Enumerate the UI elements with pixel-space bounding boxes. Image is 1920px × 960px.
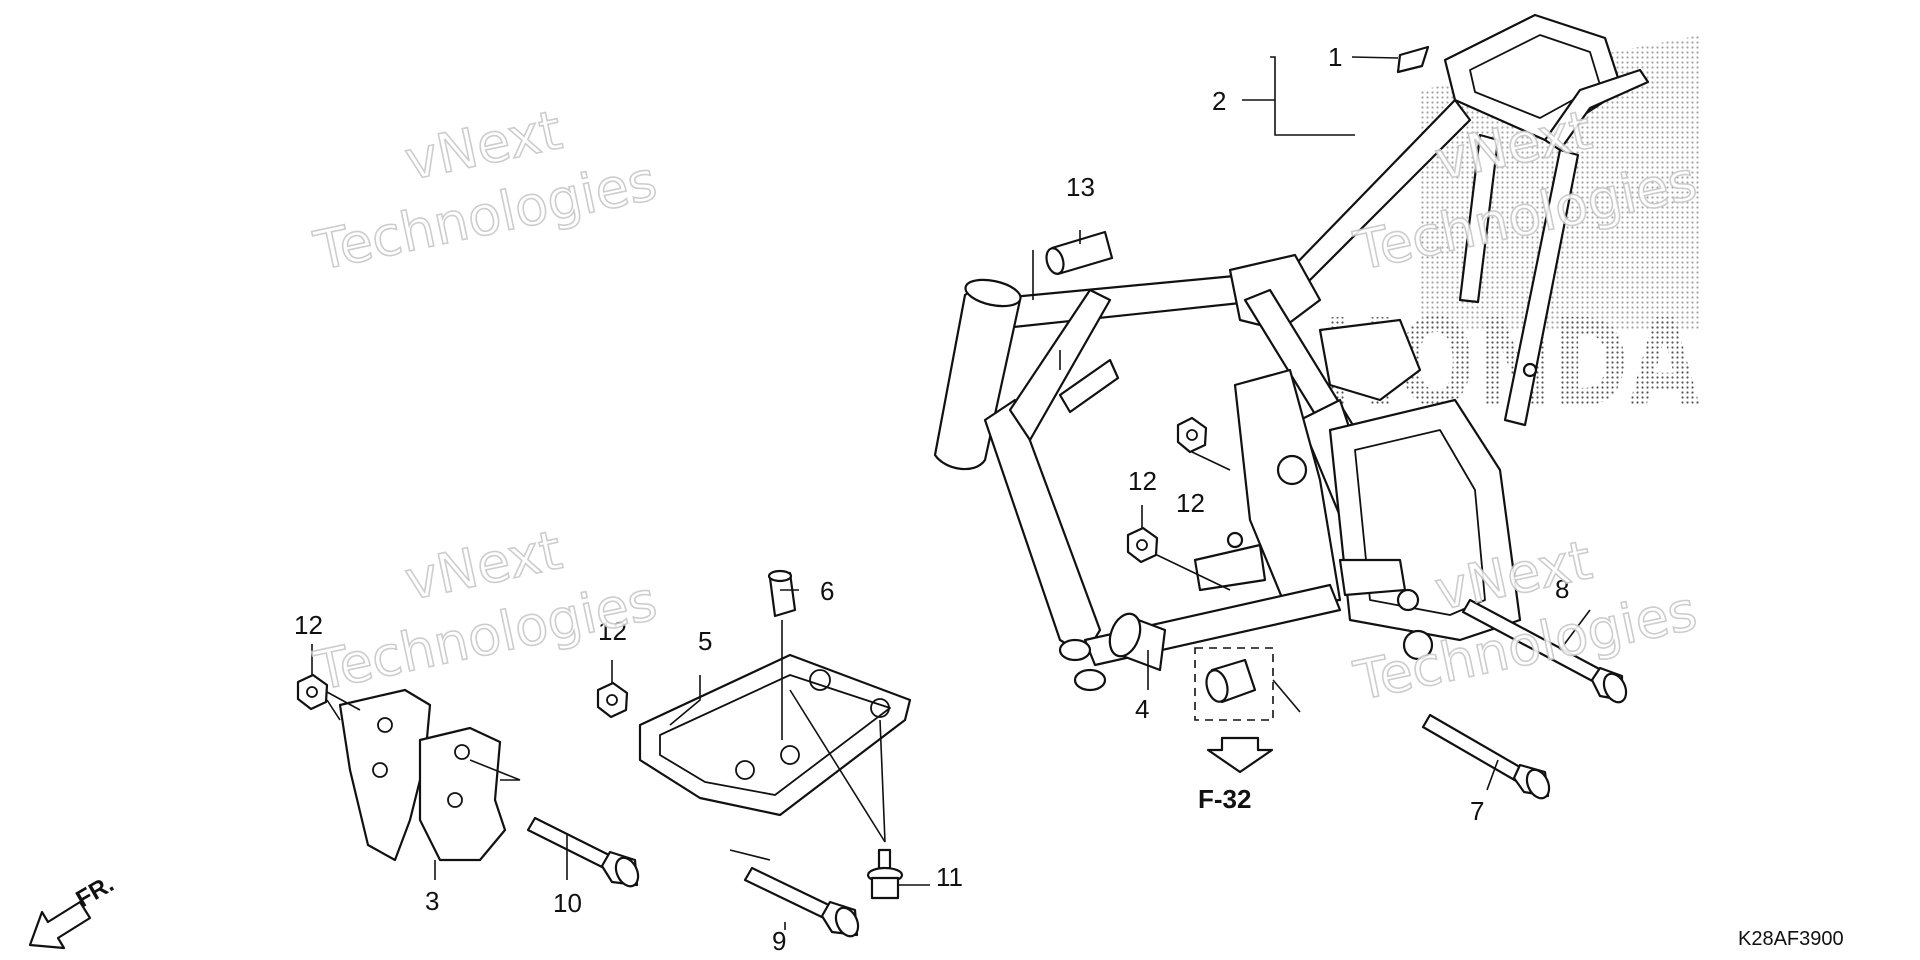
skid-plate[interactable] [638,653,912,817]
arrow-down-left-icon [28,900,92,950]
reference-label: F-32 [1198,784,1251,814]
callout-3: 3 [425,886,439,916]
bolt-washer[interactable] [866,848,904,900]
callout-10: 10 [553,888,582,918]
callout-6: 6 [820,576,834,606]
callout-1: 1 [1328,42,1342,72]
callout-12-center: 12 [598,616,627,646]
diagram-code: K28AF3900 [1738,928,1844,950]
bolt-long-lower[interactable] [1421,713,1553,802]
callout-5: 5 [698,626,712,656]
callout-13: 13 [1066,172,1095,202]
bolt-skid-plate[interactable] [743,866,862,940]
callout-7: 7 [1470,796,1484,826]
front-direction-indicator: FR. [28,870,118,950]
callout-8: 8 [1555,574,1569,604]
nut-middle[interactable] [1126,526,1159,564]
leader-lines [311,56,1591,930]
collar-small[interactable] [767,569,797,618]
callout-12-right: 12 [1176,488,1205,518]
label-plate[interactable] [1396,45,1430,74]
nut-center[interactable] [596,681,629,719]
bolt-bracket[interactable] [526,816,642,890]
frame-body[interactable] [933,13,1650,692]
engine-hanger-bracket[interactable] [338,688,507,862]
callout-2: 2 [1212,86,1226,116]
callout-labels: 1 2 13 12 12 4 F-32 8 7 6 5 12 12 3 10 9… [294,42,1569,956]
callout-4: 4 [1135,694,1149,724]
callout-12-left: 12 [294,610,323,640]
callout-12-upper: 12 [1128,466,1157,496]
callout-9: 9 [772,926,786,956]
nut-upper[interactable] [1176,416,1208,454]
callout-11: 11 [936,862,963,892]
bushing[interactable] [1104,610,1167,672]
nut-left[interactable] [296,673,329,711]
reference-part [1194,647,1274,774]
collar[interactable] [1044,230,1114,276]
bolt-long-upper[interactable] [1461,598,1630,706]
